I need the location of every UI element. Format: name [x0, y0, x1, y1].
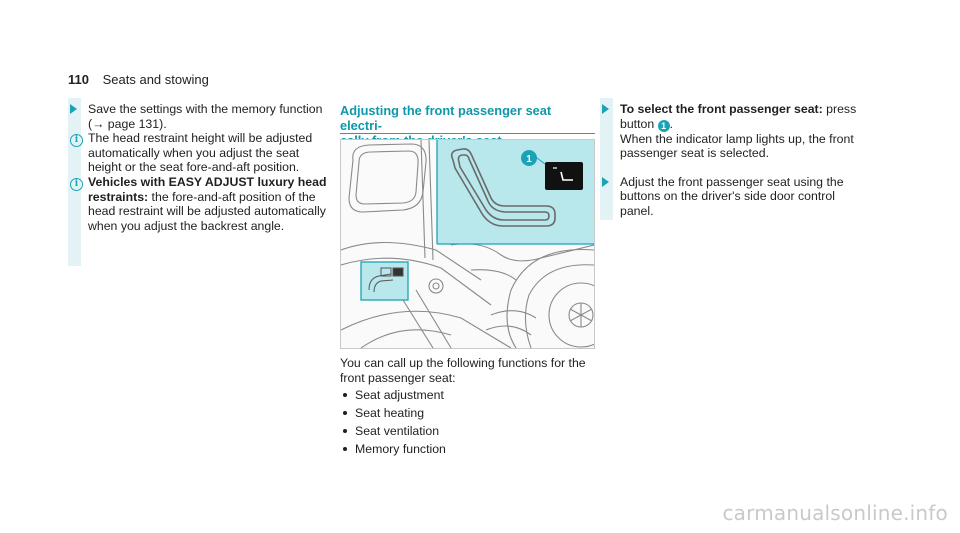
instruction-save: Save the settings with the memory functi… [70, 102, 332, 131]
section-title-rule [340, 133, 595, 134]
right-accent-bar [600, 98, 613, 220]
arrow-icon [602, 102, 609, 118]
text-line: front passenger seat: [340, 370, 456, 385]
text-line: buttons on the driver's side door contro… [620, 189, 835, 204]
function-list: Seat adjustment Seat heating Seat ventil… [340, 388, 600, 457]
text-line: automatically when you adjust the seat [88, 145, 300, 160]
instruction-select-seat: To select the front passenger seat: pres… [602, 102, 862, 161]
text-line: head restraint will be adjusted automati… [88, 204, 326, 219]
text-line-bold: Vehicles with EASY ADJUST luxury head [88, 174, 327, 189]
section-name: Seats and stowing [102, 72, 209, 87]
list-item: Memory function [340, 442, 600, 457]
middle-text: You can call up the following functions … [340, 356, 600, 461]
text-line: panel. [620, 203, 654, 218]
note-easy-adjust: i Vehicles with EASY ADJUST luxury head … [70, 175, 332, 233]
text-line: height or the seat fore-and-aft position… [88, 160, 300, 175]
callout-badge: 1 [657, 119, 670, 132]
text-line: button 1. [620, 116, 674, 132]
watermark: carmanualsonline.info [722, 501, 948, 525]
page-header: 110 Seats and stowing [68, 72, 209, 87]
figure-callout-number: 1 [526, 154, 532, 165]
arrow-icon [70, 102, 77, 118]
instruction-adjust-seat: Adjust the front passenger seat using th… [602, 175, 862, 219]
arrow-icon [602, 175, 609, 191]
text-line: passenger seat is selected. [620, 146, 770, 161]
note-head-restraint: i The head restraint height will be adju… [70, 131, 332, 175]
text-line: restraints: the fore-and-aft position of… [88, 189, 316, 204]
page-number: 110 [68, 72, 89, 87]
info-icon: i [70, 175, 83, 191]
list-item: Seat adjustment [340, 388, 600, 403]
list-item: Seat ventilation [340, 424, 600, 439]
right-column: To select the front passenger seat: pres… [602, 102, 862, 219]
text-line: When the indicator lamp lights up, the f… [620, 131, 854, 146]
left-column: Save the settings with the memory functi… [70, 102, 332, 233]
page-reference-link[interactable]: (→ page 131). [88, 116, 167, 131]
list-item: Seat heating [340, 406, 600, 421]
info-icon: i [70, 131, 83, 148]
text-line: Adjust the front passenger seat using th… [620, 174, 844, 189]
text-line: when you adjust the backrest angle. [88, 218, 285, 233]
text-line: To select the front passenger seat: pres… [620, 102, 857, 116]
text-line: The head restraint height will be adjust… [88, 131, 313, 146]
text-line: Save the settings with the memory functi… [88, 102, 323, 116]
door-panel-figure: 1 [340, 139, 595, 349]
door-panel-illustration: 1 [341, 140, 594, 348]
text-line: You can call up the following functions … [340, 356, 586, 370]
